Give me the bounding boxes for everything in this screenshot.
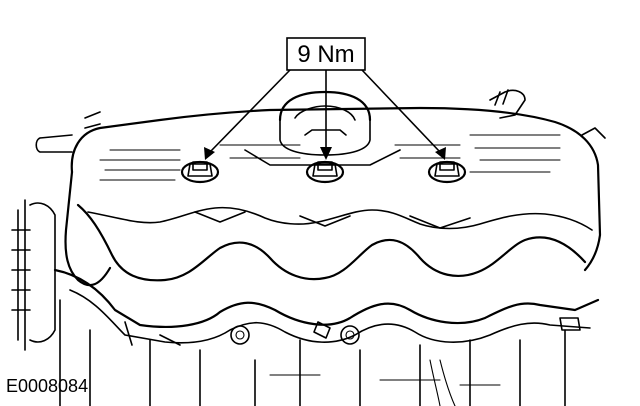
leader-arrow-right xyxy=(361,69,441,153)
arrowhead-center xyxy=(320,147,332,160)
cover-bolt-left xyxy=(180,160,220,184)
leader-arrow-left xyxy=(209,69,291,153)
cylinder-head-flange xyxy=(53,268,600,346)
valve-cover xyxy=(35,89,606,287)
torque-callout: 9 Nm xyxy=(204,37,446,160)
arrowhead-left xyxy=(204,147,215,160)
cover-bolt-center xyxy=(305,160,345,184)
figure-reference: E0008084 xyxy=(6,376,88,396)
arrowhead-right xyxy=(435,147,446,160)
engine-block xyxy=(59,299,566,406)
timing-cover-left xyxy=(11,199,56,351)
cover-bolt-right xyxy=(427,160,467,184)
torque-label: 9 Nm xyxy=(297,41,354,68)
